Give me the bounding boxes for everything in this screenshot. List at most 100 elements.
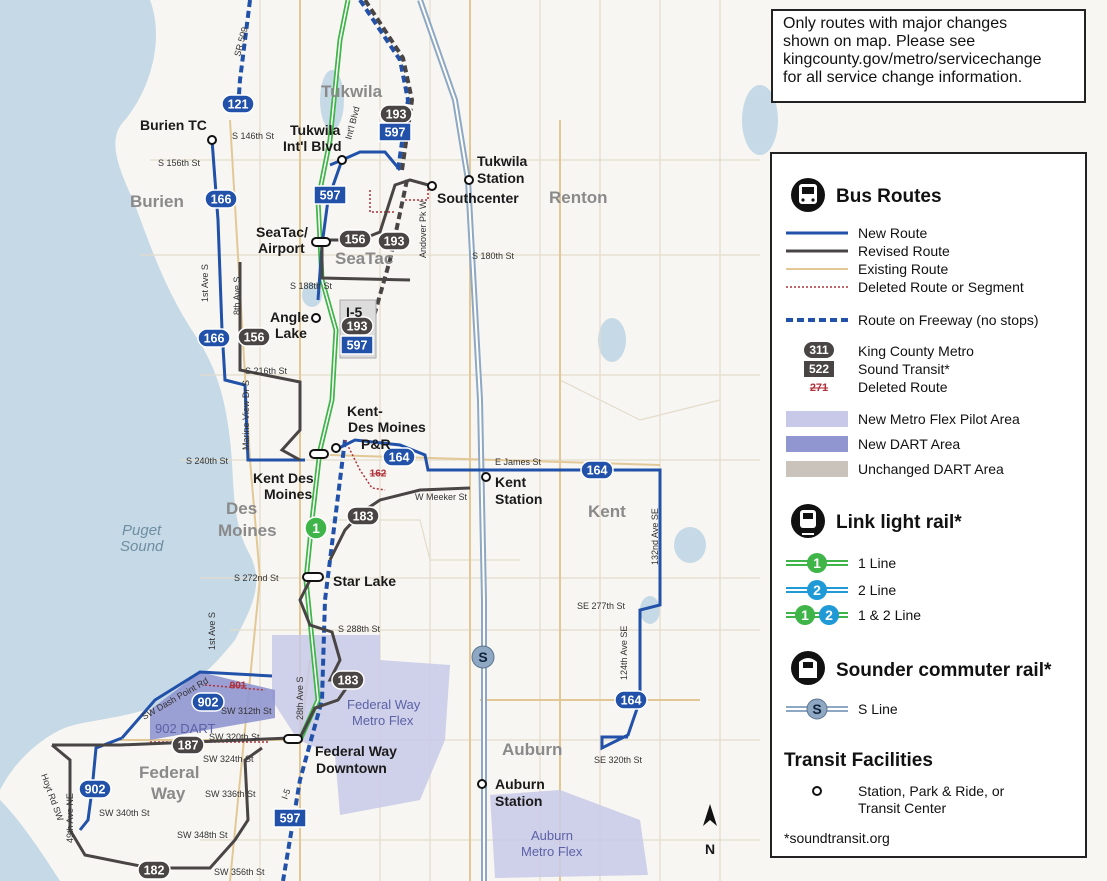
link-heading: Link light rail*: [836, 512, 962, 533]
street-label: S 288th St: [338, 624, 381, 634]
legend-link-label: 1 & 2 Line: [858, 607, 921, 623]
notice-line: for all service change information.: [783, 69, 1023, 86]
area-label: Federal: [139, 763, 199, 782]
place-label: Burien TC: [140, 117, 207, 133]
route-183: [298, 486, 471, 739]
dart-area-label: 902 DART: [155, 721, 216, 736]
route-badge-number: 166: [211, 193, 232, 207]
s-line-letter: S: [812, 701, 821, 717]
street-label: SW 340th St: [99, 808, 150, 818]
place-label: Station: [495, 491, 542, 507]
area-label: Auburn: [502, 740, 562, 759]
route-badge-number: 156: [244, 331, 265, 345]
place-label: Int'l Blvd: [283, 138, 342, 154]
legend-badge-label: King County Metro: [858, 343, 974, 359]
s-line-map-letter: S: [478, 649, 487, 665]
route-badge: 166: [197, 328, 231, 348]
place-label: Lake: [275, 325, 307, 341]
route-badge: 164: [614, 690, 648, 710]
auburn-metro-flex-area: [490, 790, 648, 878]
route-badge-number: 164: [621, 694, 642, 708]
facility-label: Station, Park & Ride, or: [858, 783, 1005, 799]
flex-area-label: Metro Flex: [521, 844, 583, 859]
route-badge-number: 597: [280, 812, 301, 826]
place-label: Star Lake: [333, 573, 396, 589]
route-156-west: [238, 245, 411, 462]
route-badge: 193: [379, 104, 413, 124]
deleted-badge-number: 271: [810, 382, 828, 394]
flex-area-swatch: [786, 411, 848, 427]
legend-line-label: Route on Freeway (no stops): [858, 312, 1039, 328]
sounder-heading: Sounder commuter rail*: [836, 660, 1052, 681]
street-label: SW 312th St: [221, 706, 272, 716]
dart-area-swatch: [786, 436, 848, 452]
route-badge: 193: [377, 231, 411, 251]
bus-routes-heading: Bus Routes: [836, 186, 942, 207]
facilities-heading: Transit Facilities: [784, 750, 933, 771]
street-label: E James St: [495, 457, 542, 467]
route-badge: 183: [331, 670, 365, 690]
street-label: S 216th St: [245, 366, 288, 376]
route-badge-number: 166: [204, 332, 225, 346]
legend-line-label: New Route: [858, 225, 927, 241]
area-label: Kent: [588, 502, 626, 521]
link-2-badge: [819, 605, 839, 625]
legend-area-label: New Metro Flex Pilot Area: [858, 411, 1020, 427]
link-2-badge: [807, 580, 827, 600]
link-1-line-core: [299, 0, 349, 741]
link-1-map-badge: 1: [304, 516, 328, 540]
s-line-map-badge: S: [471, 645, 495, 669]
link-1-number: 1: [813, 555, 821, 571]
street-label: SW 320th St: [209, 732, 260, 742]
water-label: Sound: [120, 538, 164, 555]
route-badge: 901: [230, 681, 247, 692]
notice-line: shown on map. Please see: [783, 33, 976, 50]
north-arrow: [703, 804, 717, 826]
lake: [302, 283, 322, 307]
route-badge-number: 193: [384, 235, 405, 249]
route-badge-number: 164: [587, 464, 608, 478]
route-badge: 187: [171, 735, 205, 755]
facility-label: Transit Center: [858, 800, 947, 816]
area-label: Des: [226, 499, 257, 518]
notice-line: Only routes with major changes: [783, 15, 1008, 32]
route-badge: 597: [273, 808, 307, 828]
legend-line-label: Deleted Route or Segment: [858, 279, 1024, 295]
place-label: Moines: [264, 486, 312, 502]
place-label: Tukwila: [477, 153, 528, 169]
route-badge-number: 597: [385, 126, 406, 140]
place-label: Federal Way: [315, 743, 397, 759]
route-badge-number: 164: [389, 451, 410, 465]
route-badge-number: 901: [230, 681, 247, 692]
service-change-notice: Only routes with major changes shown on …: [771, 9, 1086, 103]
metro-badge-number: 311: [809, 343, 829, 357]
route-badge: 182: [137, 860, 171, 880]
place-label: Des Moines: [348, 419, 426, 435]
place-label: Kent Des: [253, 470, 314, 486]
street-label: SE 320th St: [594, 755, 643, 765]
street-label: S 240th St: [186, 456, 229, 466]
street-label: W Meeker St: [415, 492, 468, 502]
flex-area-label: Auburn: [531, 828, 573, 843]
street-label: Andover Pk W: [418, 200, 428, 258]
street-label: SW 348th St: [177, 830, 228, 840]
legend-area-label: New DART Area: [858, 436, 960, 452]
transit-facilities: [207, 135, 491, 789]
route-badge-number: 193: [386, 108, 407, 122]
link-1-number: 1: [801, 607, 809, 623]
place-label: Kent-: [347, 403, 383, 419]
street-label: Marine View Dr S: [241, 380, 251, 450]
station-marker: [812, 786, 822, 796]
soundtransit-footnote: *soundtransit.org: [784, 830, 890, 846]
street-label: S 272nd St: [234, 573, 279, 583]
train-icon: [791, 504, 825, 538]
place-label: Kent: [495, 474, 526, 490]
legend-area-label: Unchanged DART Area: [858, 461, 1004, 477]
link-2-number: 2: [813, 582, 821, 598]
street-label: 28th Ave S: [295, 677, 305, 720]
water-label: Puget: [122, 522, 162, 539]
revised-routes: [51, 178, 471, 870]
place-label: Downtown: [316, 760, 387, 776]
legend-link-label: 1 Line: [858, 555, 896, 571]
route-badge-number: 902: [198, 696, 219, 710]
